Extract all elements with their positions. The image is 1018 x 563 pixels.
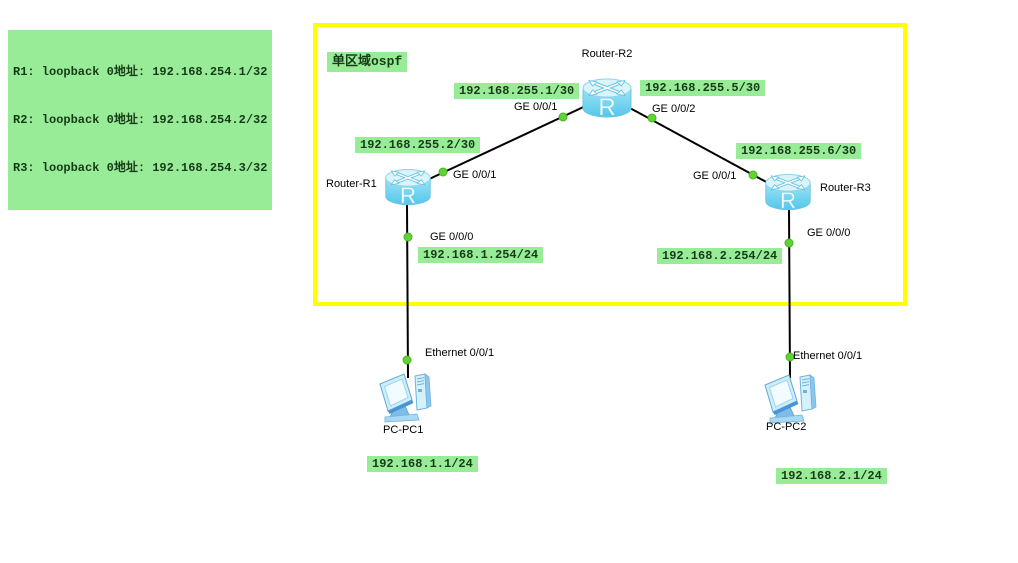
ip-label-r2-ge001[interactable]: 192.168.255.1/30 (454, 83, 580, 99)
ip-label-r3-ge000[interactable]: 192.168.2.254/24 (657, 248, 783, 264)
ip-label-pc2[interactable]: 192.168.2.1/24 (776, 468, 887, 484)
router-r2[interactable]: R (580, 77, 634, 126)
router-letter: R (780, 188, 796, 213)
router-r1[interactable]: R (383, 166, 433, 215)
device-label-r1: Router-R1 (326, 178, 377, 190)
loopback-line-r3: R3: loopback 0地址: 192.168.254.3/32 (13, 161, 268, 175)
loopback-note[interactable]: R1: loopback 0地址: 192.168.254.1/32 R2: l… (8, 30, 273, 210)
pc-icon (379, 373, 432, 423)
device-label-r3: Router-R3 (820, 182, 871, 194)
router-arrows-icon (390, 170, 426, 186)
device-label-pc2: PC-PC2 (766, 421, 807, 433)
pc-tower (414, 373, 432, 411)
loopback-line-r2: R2: loopback 0地址: 192.168.254.2/32 (13, 113, 268, 127)
ip-label-r1-ge000[interactable]: 192.168.1.254/24 (418, 247, 544, 263)
port-label-r2-ge002: GE 0/0/2 (652, 103, 696, 115)
port-dot-r3-ge001 (748, 170, 758, 180)
port-label-r1-ge000: GE 0/0/0 (430, 231, 474, 243)
port-dot-pc2-eth (785, 352, 795, 362)
pc-tower (799, 374, 817, 412)
loopback-line-r1: R1: loopback 0地址: 192.168.254.1/32 (13, 65, 268, 79)
pc-pc2[interactable] (762, 370, 820, 429)
pc-icon (764, 374, 817, 424)
port-label-r2-ge001: GE 0/0/1 (514, 101, 558, 113)
device-label-r2: Router-R2 (581, 48, 633, 60)
port-label-r3-ge000: GE 0/0/0 (807, 227, 851, 239)
router-r3[interactable]: R (763, 171, 813, 220)
port-label-pc2-eth: Ethernet 0/0/1 (793, 350, 863, 362)
port-dot-pc1-eth (402, 355, 412, 365)
port-dot-r3-ge000 (784, 238, 794, 248)
ip-label-pc1[interactable]: 192.168.1.1/24 (367, 456, 478, 472)
pc-monitor (764, 374, 799, 415)
ip-label-r3-ge001[interactable]: 192.168.255.6/30 (736, 143, 862, 159)
port-dot-r1-ge000 (403, 232, 413, 242)
router-arrows-icon (770, 175, 806, 191)
ip-label-r1-ge001[interactable]: 192.168.255.2/30 (355, 137, 481, 153)
router-letter: R (598, 94, 615, 121)
ospf-area-label[interactable]: 单区域ospf (327, 52, 408, 72)
router-arrows-icon (588, 79, 626, 97)
link-r1-pc1[interactable] (406, 204, 409, 379)
ip-label-r2-ge002[interactable]: 192.168.255.5/30 (640, 80, 766, 96)
port-dot-r1-ge001 (438, 167, 448, 177)
router-icon: R (582, 78, 632, 121)
router-icon: R (765, 174, 811, 213)
pc-monitor (379, 373, 414, 414)
port-dot-r2-ge001 (558, 112, 568, 122)
port-dot-r2-ge002 (647, 113, 657, 123)
port-label-r3-ge001: GE 0/0/1 (693, 170, 737, 182)
router-icon: R (385, 169, 431, 208)
port-label-r1-ge001: GE 0/0/1 (453, 169, 497, 181)
router-letter: R (400, 183, 416, 208)
port-label-pc1-eth: Ethernet 0/0/1 (425, 347, 495, 359)
ospf-area-rectangle[interactable] (313, 23, 907, 306)
device-label-pc1: PC-PC1 (383, 424, 424, 436)
pc-pc1[interactable] (377, 369, 435, 428)
link-r3-pc2[interactable] (788, 209, 791, 379)
